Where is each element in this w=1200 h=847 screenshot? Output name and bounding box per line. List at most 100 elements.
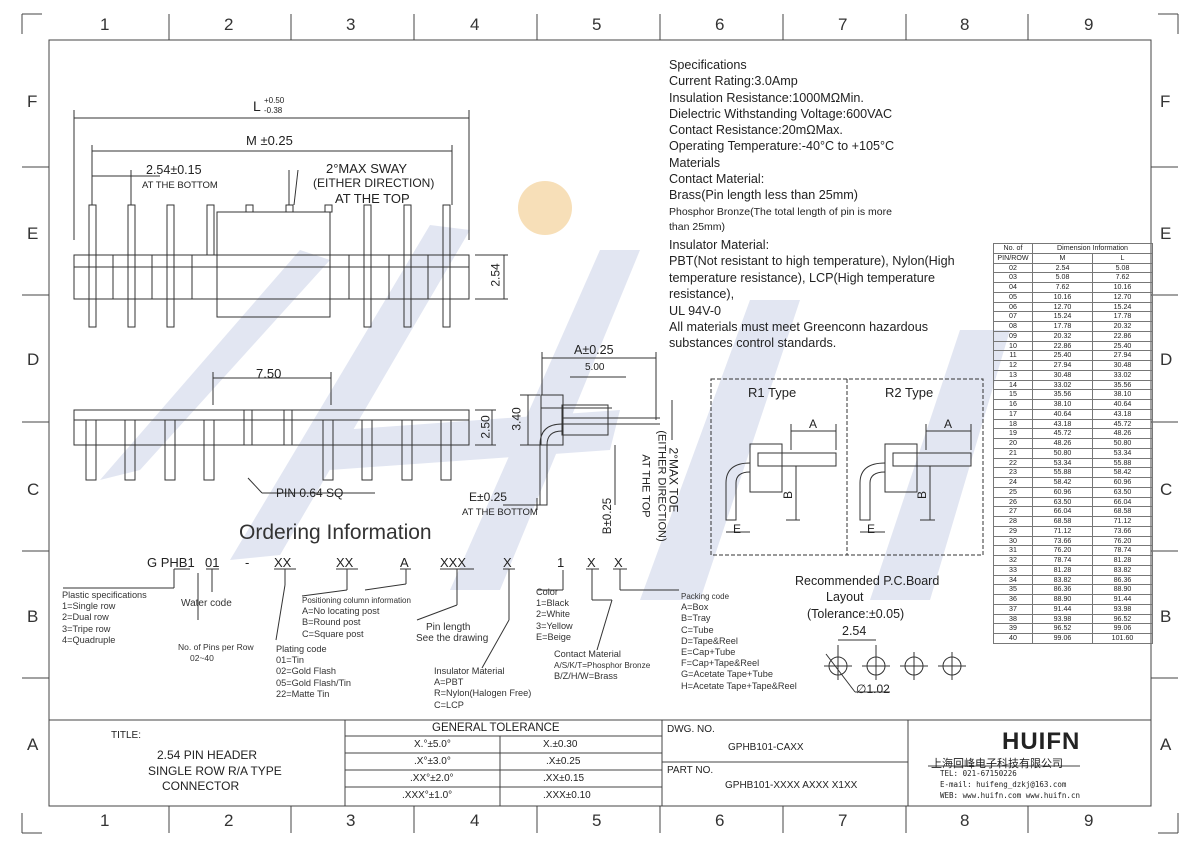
table-cell: 05 — [993, 291, 1033, 303]
table-cell: 14 — [993, 379, 1033, 391]
table-header-pinrow: PIN/ROW — [993, 252, 1033, 264]
row-label-b-right: B — [1160, 607, 1172, 626]
dim-250: 2.50 — [478, 415, 493, 439]
table-cell: 22.86 — [1092, 330, 1153, 342]
row-label-d-right: D — [1160, 350, 1173, 369]
r1-e: E — [733, 522, 742, 536]
r2-b: B — [915, 490, 930, 500]
table-cell: 15 — [993, 389, 1033, 400]
table-cell: 86.36 — [1032, 584, 1093, 595]
row-label-e-right: E — [1160, 224, 1172, 243]
table-cell: 55.88 — [1032, 467, 1093, 478]
table-cell: 93.98 — [1032, 613, 1093, 625]
table-cell: 30.48 — [1092, 360, 1153, 371]
table-cell: 48.26 — [1092, 428, 1153, 439]
tol-angle: .XX°±2.0° — [410, 773, 454, 784]
table-cell: 27 — [993, 506, 1033, 517]
table-cell: 99.06 — [1092, 623, 1153, 634]
title-line-3: CONNECTOR — [162, 779, 240, 793]
table-cell: 58.42 — [1032, 477, 1093, 488]
table-cell: 40.64 — [1092, 399, 1153, 410]
table-cell: 12.70 — [1032, 301, 1093, 313]
table-cell: 93.98 — [1092, 603, 1153, 615]
table-cell: 35.56 — [1032, 389, 1093, 400]
table-cell: 06 — [993, 301, 1033, 313]
spec-line: Dielectric Withstanding Voltage:600VAC — [669, 107, 893, 121]
tol-linear: X.±0.30 — [543, 739, 578, 750]
pcb-title-2: Layout — [826, 590, 864, 604]
dim-750: 7.50 — [256, 366, 282, 381]
toe-line-3: AT THE TOP — [639, 454, 652, 518]
spec-small-line: than 25mm) — [669, 221, 726, 233]
table-cell: 7.62 — [1092, 272, 1153, 283]
company-tel: TEL: 021-67150226 — [940, 769, 1017, 778]
table-cell: 55.88 — [1092, 457, 1153, 469]
table-cell: 24 — [993, 477, 1033, 488]
table-cell: 101.60 — [1092, 633, 1153, 644]
table-cell: 12.70 — [1092, 291, 1153, 303]
table-cell: 03 — [993, 272, 1033, 283]
table-cell: 68.58 — [1092, 506, 1153, 517]
r2-e: E — [867, 522, 876, 536]
table-header-l: L — [1092, 252, 1153, 264]
dim-b: B±0.25 — [602, 497, 615, 535]
spec-line: resistance), — [669, 287, 735, 301]
table-cell: 68.58 — [1032, 516, 1093, 527]
table-cell: 53.34 — [1032, 457, 1093, 469]
table-cell: 37 — [993, 603, 1033, 615]
spec-line: Insulator Material: — [669, 238, 770, 252]
table-cell: 25.40 — [1032, 350, 1093, 361]
pcb-pitch: 2.54 — [842, 624, 867, 638]
row-label-a: A — [27, 735, 39, 754]
col-label-3: 3 — [346, 15, 356, 34]
table-cell: 10.16 — [1092, 282, 1153, 293]
table-cell: 27.94 — [1092, 350, 1153, 361]
table-cell: 25 — [993, 486, 1033, 498]
table-cell: 28 — [993, 516, 1033, 527]
code-plating: XX — [274, 555, 292, 570]
table-cell: 17.78 — [1032, 321, 1093, 332]
table-cell: 38.10 — [1032, 399, 1093, 410]
company-web: WEB: www.huifn.com www.huifn.cn — [940, 791, 1080, 800]
table-cell: 60.96 — [1092, 477, 1153, 488]
table-cell: 15.24 — [1032, 311, 1093, 322]
col-label-3-bottom: 3 — [346, 811, 356, 830]
table-cell: 38 — [993, 613, 1033, 625]
table-cell: 73.66 — [1032, 535, 1093, 547]
r2-type-label: R2 Type — [885, 385, 934, 400]
pitch-label: 2.54±0.15 — [146, 163, 202, 177]
spec-line: Insulation Resistance:1000MΩMin. — [669, 91, 864, 105]
table-cell: 30 — [993, 535, 1033, 547]
r2-a: A — [944, 417, 953, 431]
col-label-1-bottom: 1 — [100, 811, 110, 830]
table-cell: 63.50 — [1092, 486, 1153, 498]
title-line-1: 2.54 PIN HEADER — [157, 748, 258, 762]
table-cell: 88.90 — [1092, 584, 1153, 595]
spec-line: Specifications — [669, 58, 747, 72]
tol-angle: .X°±3.0° — [414, 756, 451, 767]
table-cell: 50.80 — [1092, 438, 1153, 449]
tol-angle: X.°±5.0° — [414, 739, 451, 750]
type-box — [710, 378, 984, 556]
col-label-5: 5 — [592, 15, 602, 34]
ordering-title: Ordering Information — [239, 521, 432, 544]
table-cell: 71.12 — [1092, 516, 1153, 527]
table-cell: 63.50 — [1032, 496, 1093, 508]
dim-m-label: M ±0.25 — [246, 133, 293, 148]
table-cell: 12 — [993, 360, 1033, 371]
